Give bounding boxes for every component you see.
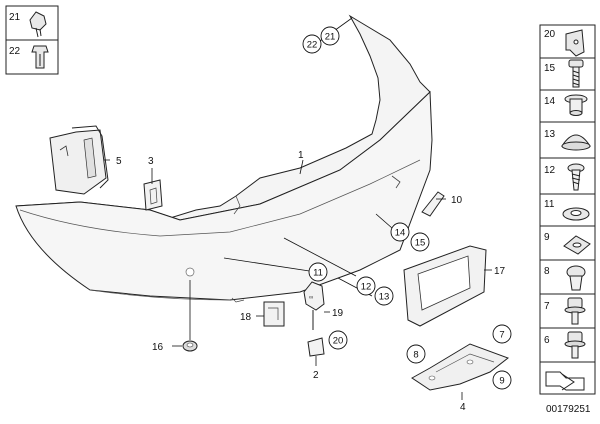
right-item-number: 9: [544, 232, 550, 243]
circle-callout-22: 22: [307, 40, 318, 51]
collar-screw-icon: [564, 331, 586, 359]
left-parts-column: 21 22: [5, 5, 59, 75]
callout-2: 2: [313, 370, 319, 381]
callout-3: 3: [148, 156, 154, 167]
grommet-icon: [561, 134, 591, 151]
circle-callout-8: 8: [413, 350, 418, 361]
expanding-nut-icon: [31, 45, 49, 69]
circle-callout-13: 13: [379, 292, 390, 303]
circle-callout-7: 7: [499, 330, 504, 341]
pad-3: [143, 179, 163, 211]
bracket-icon: [565, 29, 585, 57]
diagram-id: 00179251: [546, 404, 591, 415]
pad-18: [263, 301, 285, 327]
circle-callout-20: 20: [333, 336, 344, 347]
right-item-number: 12: [544, 165, 556, 176]
callout-16: 16: [152, 342, 164, 353]
circled-callouts: 22 21 14 15 11 12 13 20 8 7 9: [302, 26, 512, 390]
right-parts-column: 20 15 14 13 12: [539, 24, 596, 395]
clip-10: [421, 191, 445, 217]
collar-screw-icon: [564, 297, 586, 325]
svg-text:∞: ∞: [309, 295, 313, 301]
callout-17: 17: [494, 266, 506, 277]
right-item-number: 14: [544, 96, 556, 107]
right-item-number: 6: [544, 335, 550, 346]
grommet-16: [182, 340, 198, 352]
right-item-number: 7: [544, 301, 550, 312]
callout-10: 10: [451, 195, 463, 206]
circle-callout-11: 11: [313, 268, 323, 279]
underbody-panel-4: [411, 343, 510, 391]
spacer-icon: [564, 94, 588, 116]
leader-lines: [104, 17, 492, 400]
screw-icon: [567, 163, 585, 191]
clip-nut-icon: [563, 235, 591, 255]
right-item-number: 11: [544, 199, 555, 210]
cover-2: [307, 337, 325, 357]
circle-callout-15: 15: [415, 238, 426, 249]
circle-callout-14: 14: [395, 228, 406, 239]
circle-callout-9: 9: [499, 376, 504, 387]
expanding-rivet-icon: [566, 265, 586, 291]
callout-1: 1: [298, 150, 304, 161]
callout-5: 5: [116, 156, 122, 167]
screw-icon: [568, 59, 584, 88]
left-item-number: 21: [9, 12, 21, 23]
right-item-number: 15: [544, 63, 556, 74]
mounting-bracket-5: [49, 125, 109, 195]
circle-callout-21: 21: [325, 32, 336, 43]
arrow-icon: [545, 371, 585, 391]
left-item-number: 22: [9, 46, 21, 57]
right-item-number: 20: [544, 29, 556, 40]
callout-19: 19: [332, 308, 344, 319]
right-item-number: 8: [544, 266, 550, 277]
plate-holder-17: [403, 245, 487, 327]
clip-icon: [29, 11, 47, 38]
circle-callout-12: 12: [361, 282, 372, 293]
callout-18: 18: [240, 312, 252, 323]
washer-icon: [562, 207, 590, 221]
right-item-number: 13: [544, 129, 556, 140]
tow-eye-cap-19: ∞: [303, 281, 325, 330]
callout-4: 4: [460, 402, 466, 413]
